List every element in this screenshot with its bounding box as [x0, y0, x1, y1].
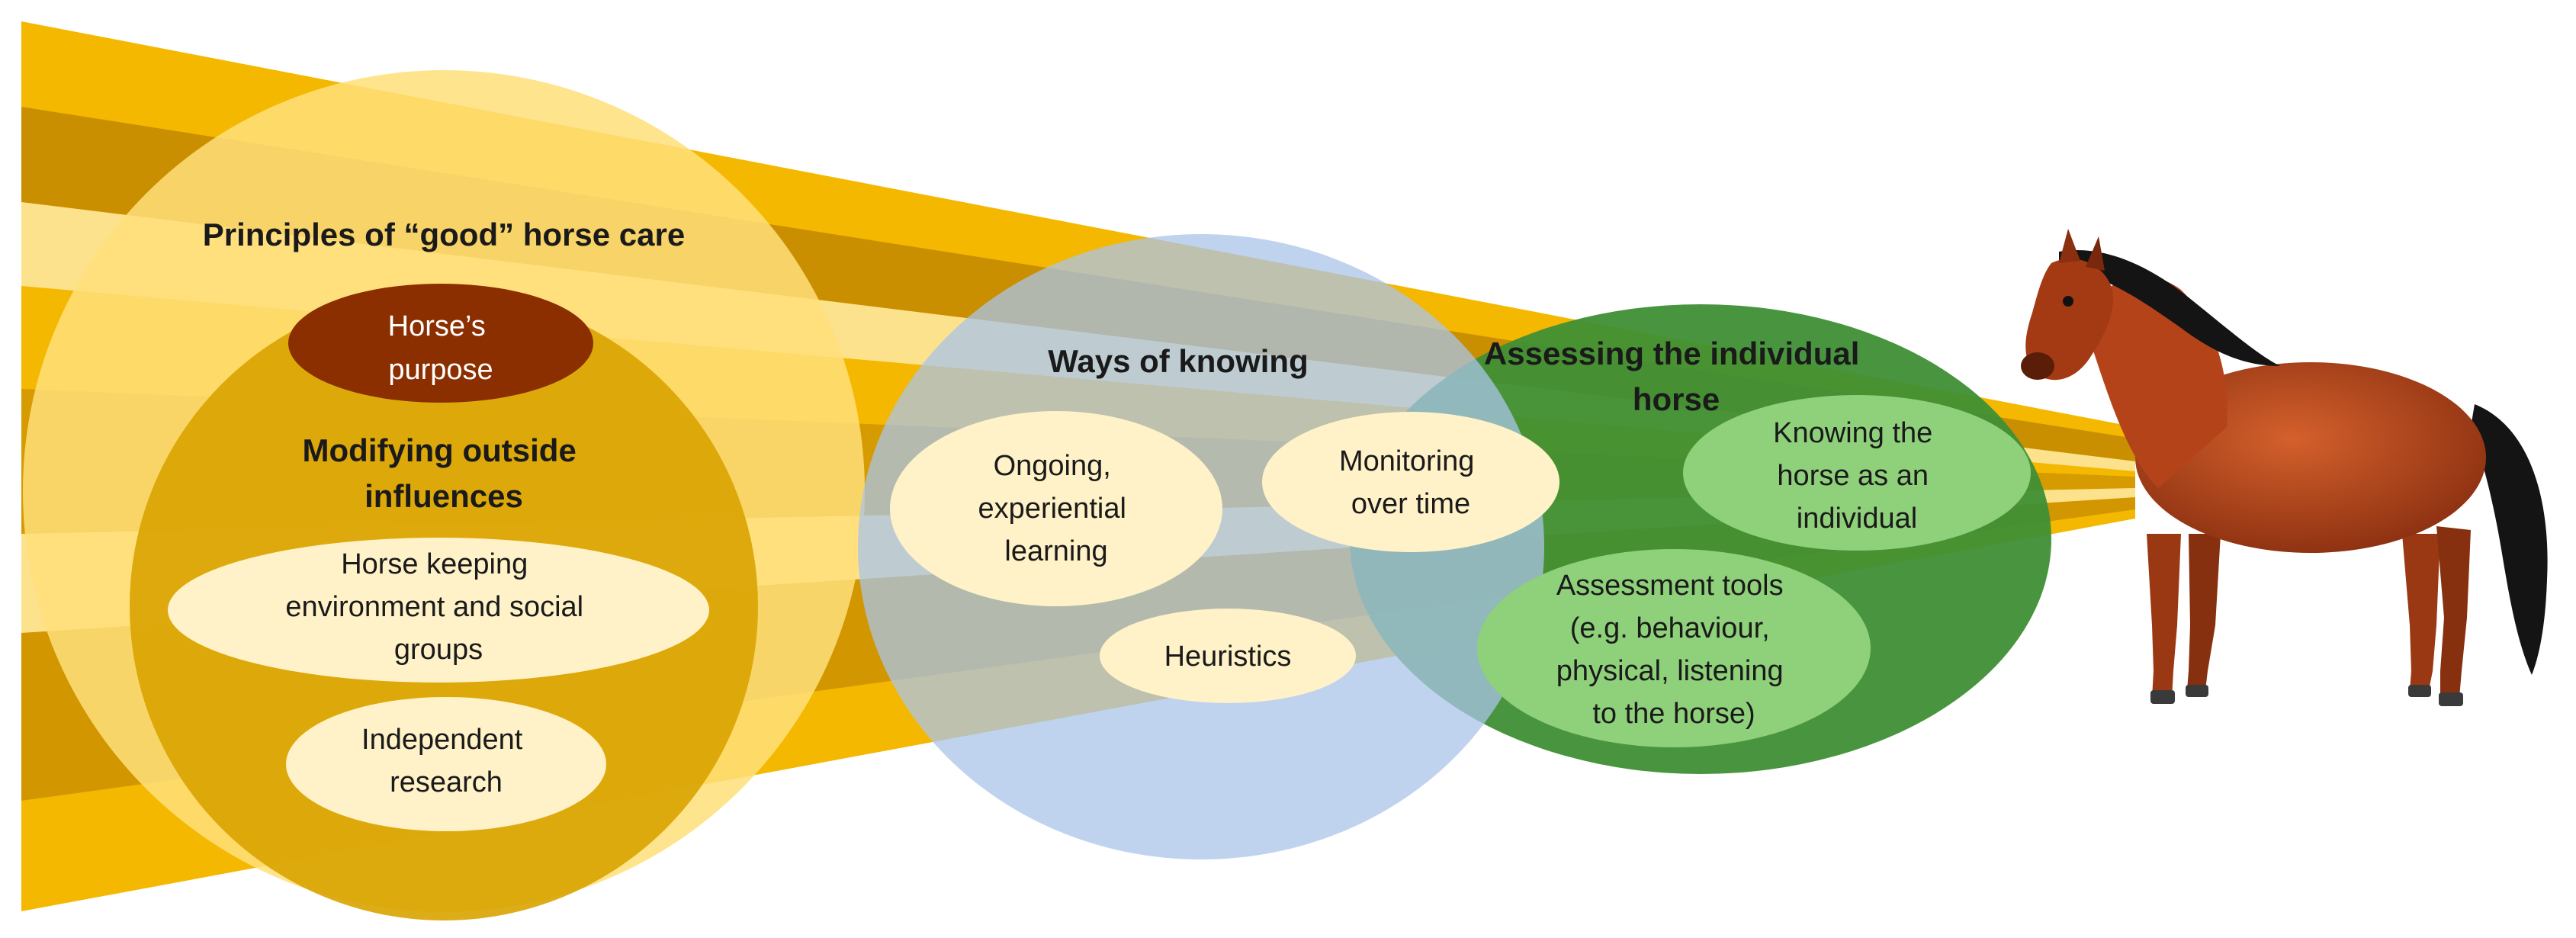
horse-back-leg-right — [2436, 526, 2471, 698]
horse-ear — [2086, 236, 2105, 271]
horse-hoof — [2150, 690, 2175, 704]
purpose-oval — [288, 284, 593, 403]
purpose-label: Horse’s purpose — [388, 310, 494, 386]
heuristics-oval — [1100, 609, 1356, 703]
monitoring-oval — [1262, 412, 1559, 552]
principles-title: Principles of “good” horse care — [203, 217, 685, 252]
horse-mane — [2059, 250, 2280, 366]
assessing-labels: Assessing the individual horse Knowing t… — [1477, 336, 2031, 747]
horse-hoof — [2186, 685, 2208, 697]
research-oval — [286, 697, 606, 831]
knowing-oval — [1683, 395, 2031, 551]
modifying-title: Modifying outside influences — [303, 432, 586, 514]
horse-hoof — [2408, 685, 2431, 697]
keeping-label: Horse keeping environment and social gro… — [285, 548, 591, 666]
principles-group: Principles of “good” horse care Horse’s … — [23, 70, 865, 920]
horse-head — [2025, 259, 2113, 381]
ways-group: Ways of knowing Ongoing, experiential le… — [858, 234, 1559, 859]
ongoing-oval — [890, 411, 1222, 606]
ongoing-label: Ongoing, experiential learning — [978, 450, 1135, 567]
horse-back-leg-left — [2402, 534, 2440, 690]
horse-hoof — [2439, 692, 2463, 706]
tools-oval — [1477, 549, 1871, 747]
horse-muzzle — [2021, 352, 2054, 380]
horse-front-leg-right — [2187, 534, 2221, 690]
ways-title: Ways of knowing — [1048, 343, 1308, 379]
assessing-title: Assessing the individual horse — [1484, 336, 1868, 417]
horse-eye — [2063, 296, 2073, 307]
keeping-oval — [168, 538, 709, 683]
monitoring-label: Monitoring over time — [1339, 445, 1482, 520]
knowing-label: Knowing the horse as an individual — [1773, 417, 1941, 535]
horse-front-leg-left — [2147, 534, 2181, 698]
research-label: Independent research — [361, 724, 531, 798]
tools-label: Assessment tools (e.g. behaviour, physic… — [1556, 570, 1791, 730]
horse-tail — [2471, 404, 2548, 675]
horse-ear — [2059, 229, 2080, 263]
heuristics-label: Heuristics — [1164, 641, 1292, 673]
horse-illustration — [2021, 229, 2548, 706]
